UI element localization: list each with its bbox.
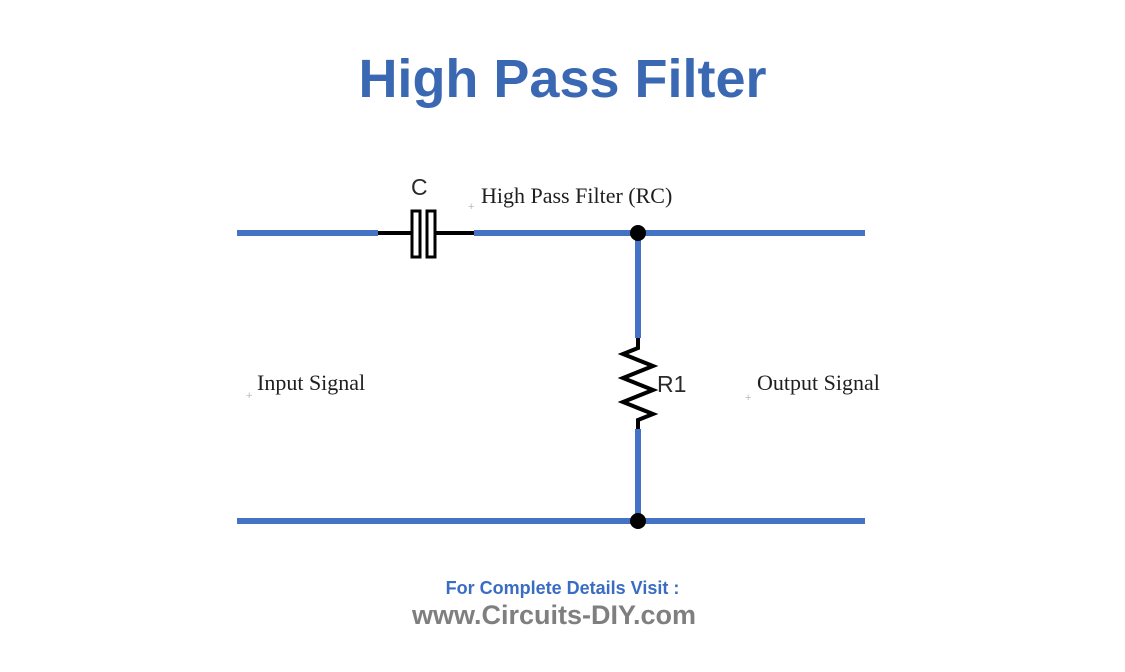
input-signal-label: Input Signal: [257, 370, 366, 395]
circuit-caption: High Pass Filter (RC): [481, 183, 673, 208]
footer-visit-text: For Complete Details Visit :: [445, 578, 680, 598]
resistor-symbol: [617, 338, 659, 429]
junction-dot-bottom: [630, 513, 646, 529]
resistor-label: R1: [657, 371, 687, 397]
plus-marker-icon: +: [468, 201, 475, 213]
plus-marker-icon: +: [745, 392, 752, 404]
capacitor-plate-left: [410, 209, 422, 259]
capacitor-plate-right: [425, 209, 437, 259]
output-signal-label: Output Signal: [757, 370, 880, 395]
junction-dot-top: [630, 225, 646, 241]
plus-marker-icon: +: [246, 390, 253, 402]
footer-site-url: www.Circuits-DIY.com: [411, 600, 697, 630]
capacitor-label: C: [411, 174, 428, 200]
page-title: High Pass Filter: [358, 49, 767, 109]
